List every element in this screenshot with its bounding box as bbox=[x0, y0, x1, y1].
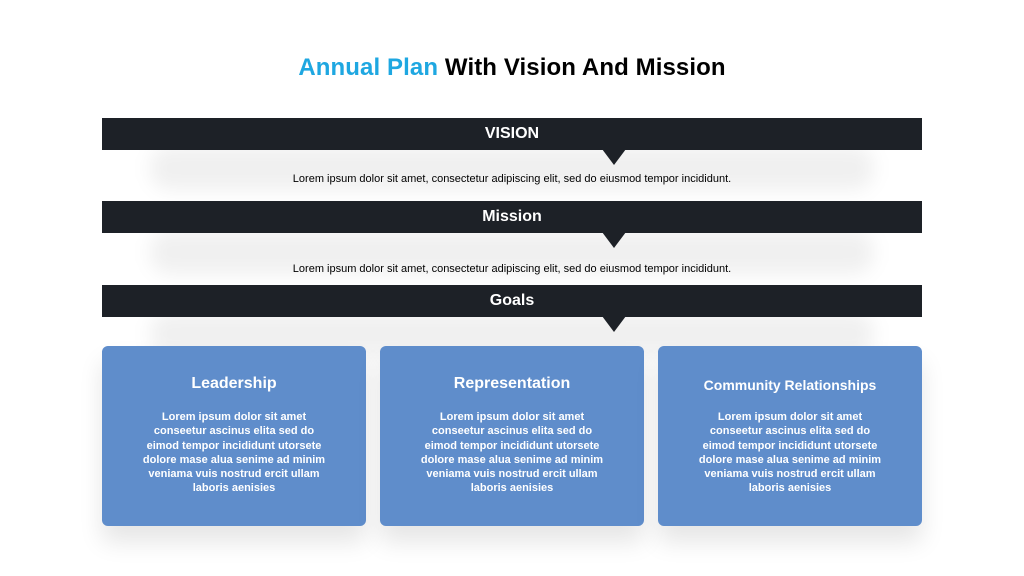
title-rest: With Vision And Mission bbox=[444, 54, 726, 81]
goals-label: Goals bbox=[489, 292, 535, 309]
goal-card-community-relationships: Community Relationships Lorem ipsum dolo… bbox=[658, 346, 922, 526]
page-title: Annual Plan With Vision And Mission bbox=[0, 54, 1024, 82]
goal-card-text: Lorem ipsum dolor sit amet conseetur asc… bbox=[420, 411, 604, 495]
goal-card-text: Lorem ipsum dolor sit amet conseetur asc… bbox=[698, 411, 882, 495]
goals-pointer bbox=[602, 316, 626, 332]
mission-pointer bbox=[602, 232, 626, 248]
vision-shadow bbox=[150, 146, 874, 190]
vision-pointer bbox=[602, 149, 626, 165]
title-accent: Annual Plan bbox=[298, 54, 439, 81]
goal-card-title: Representation bbox=[453, 375, 571, 392]
vision-text: Lorem ipsum dolor sit amet, consectetur … bbox=[292, 173, 732, 185]
mission-bar: Mission bbox=[102, 201, 922, 248]
goal-card-text: Lorem ipsum dolor sit amet conseetur asc… bbox=[142, 411, 326, 495]
goal-card-representation: Representation Lorem ipsum dolor sit ame… bbox=[380, 346, 644, 526]
goal-card-leadership: Leadership Lorem ipsum dolor sit amet co… bbox=[102, 346, 366, 526]
mission-shadow bbox=[150, 230, 874, 274]
mission-text: Lorem ipsum dolor sit amet, consectetur … bbox=[292, 263, 732, 275]
goal-card-title: Community Relationships bbox=[703, 377, 877, 393]
mission-label: Mission bbox=[482, 208, 542, 225]
vision-label: VISION bbox=[484, 125, 540, 142]
vision-bar: VISION bbox=[102, 118, 922, 165]
goals-bar: Goals bbox=[102, 285, 922, 332]
goal-card-title: Leadership bbox=[191, 375, 277, 392]
